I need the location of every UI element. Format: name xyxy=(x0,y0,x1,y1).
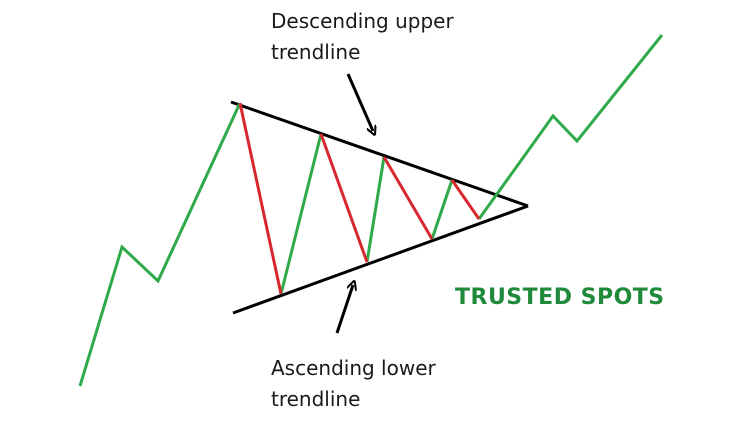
down-leg-1 xyxy=(238,102,283,295)
up-leg-1 xyxy=(279,133,323,295)
arrow-up-icon xyxy=(335,285,353,334)
upper-trendline-label: Descending upper trendline xyxy=(271,6,454,68)
lower-trendline-label: Ascending lower trendline xyxy=(271,353,436,415)
upper-trendline xyxy=(230,100,529,208)
brand-watermark: TRUSTED SPOTS xyxy=(455,285,665,310)
lower-label-line-1: Ascending lower xyxy=(271,356,436,380)
down-leg-4 xyxy=(450,179,481,220)
lower-trendline xyxy=(232,204,529,315)
breakout-line xyxy=(477,34,664,220)
prior-uptrend-line xyxy=(78,102,242,387)
upper-label-line-1: Descending upper xyxy=(271,9,454,33)
up-leg-2 xyxy=(365,156,386,263)
up-leg-3 xyxy=(430,179,454,240)
upper-label-line-2: trendline xyxy=(271,40,361,64)
arrow-down-icon xyxy=(346,73,373,131)
down-leg-3 xyxy=(382,156,434,240)
down-leg-2 xyxy=(319,133,369,263)
lower-label-line-2: trendline xyxy=(271,387,361,411)
